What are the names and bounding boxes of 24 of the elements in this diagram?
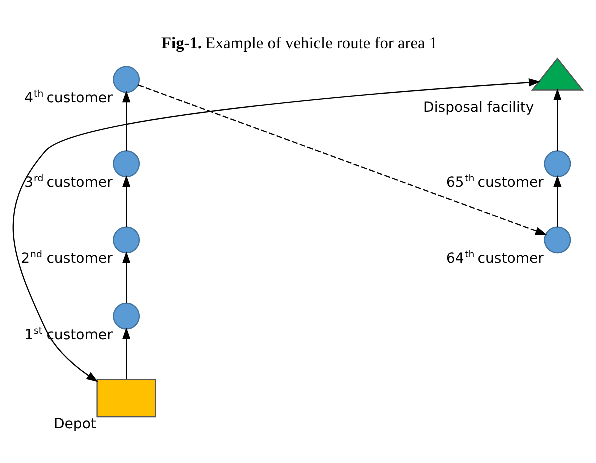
- arrow: [122, 327, 131, 379]
- node-label: 2$^{nd}$ customer: [21, 249, 113, 267]
- diagram-title: Fig-1. Example of vehicle route for area 1: [162, 32, 438, 52]
- node-circle: [113, 150, 140, 178]
- arrow: [554, 88, 562, 151]
- node-label: 65$^{th}$ customer: [446, 173, 544, 191]
- node-circle: [113, 302, 140, 330]
- node-circle: [113, 66, 140, 93]
- node-label: 64$^{th}$ customer: [446, 249, 544, 267]
- arrow: [554, 175, 562, 227]
- node-circle: [544, 150, 572, 178]
- node-circle: [113, 226, 140, 254]
- arrow: [12, 78, 541, 382]
- node-label: Depot: [54, 416, 96, 432]
- node-triangle: [531, 57, 584, 90]
- node-label: 3$^{rd}$ customer: [24, 173, 113, 191]
- arrow: [122, 90, 131, 151]
- node-circle: [544, 226, 572, 254]
- arrow: [122, 175, 131, 227]
- node-label: Disposal facility: [424, 100, 534, 116]
- node-label: 4$^{th}$ customer: [24, 88, 113, 106]
- node-box: [96, 378, 156, 418]
- arrow: [122, 251, 131, 303]
- arrow: [138, 84, 548, 235]
